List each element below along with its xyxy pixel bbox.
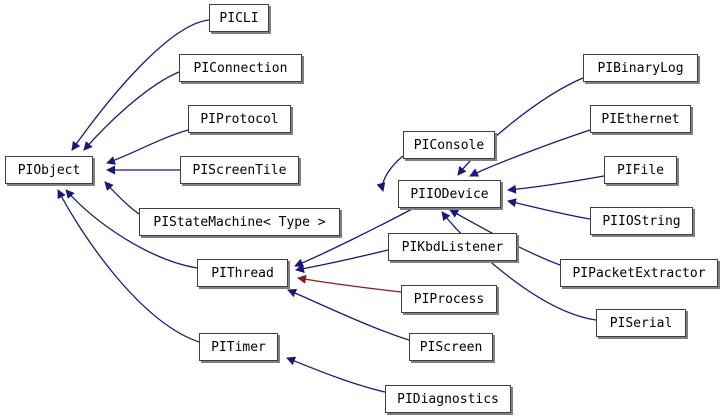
class-node-label: PIConsole [413, 137, 485, 153]
class-node-pikbdlistener[interactable]: PIKbdListener [388, 233, 517, 261]
class-node-piprocess[interactable]: PIProcess [401, 285, 497, 313]
class-node-label: PIThread [211, 265, 274, 281]
class-node-pibinarylog[interactable]: PIBinaryLog [583, 54, 698, 82]
class-node-pitimer[interactable]: PITimer [199, 333, 278, 361]
class-node-label: PIProtocol [200, 111, 279, 127]
edge-pikbdlistener-to-pithread [295, 249, 389, 273]
class-node-label: PIBinaryLog [597, 60, 684, 76]
class-node-piconsole[interactable]: PIConsole [403, 131, 495, 159]
edge-pistatemachine-to-piobject [104, 181, 140, 215]
class-node-piserial[interactable]: PISerial [596, 309, 686, 337]
class-node-label: PIEthernet [601, 111, 680, 127]
edge-pidiagnostics-to-pitimer [286, 356, 386, 393]
class-node-label: PIConnection [193, 60, 288, 76]
class-node-pipacketextractor[interactable]: PIPacketExtractor [560, 259, 718, 287]
class-node-label: PIIOString [602, 213, 681, 229]
class-node-pithread[interactable]: PIThread [197, 259, 288, 287]
class-node-piscreentile[interactable]: PIScreenTile [180, 156, 299, 184]
class-node-label: PIFile [617, 162, 664, 178]
class-node-piiostring[interactable]: PIIOString [590, 207, 693, 235]
class-node-label: PITimer [211, 339, 266, 355]
class-node-piconnection[interactable]: PIConnection [179, 54, 302, 82]
edge-piiostring-to-piiodevice [507, 198, 591, 220]
class-node-picli[interactable]: PICLI [209, 4, 269, 32]
class-node-piethernet[interactable]: PIEthernet [590, 105, 691, 133]
class-node-piobject[interactable]: PIObject [5, 156, 93, 184]
edge-pifile-to-piiodevice [507, 175, 605, 194]
class-node-pifile[interactable]: PIFile [604, 156, 677, 184]
class-node-label: PIScreen [419, 339, 483, 355]
class-node-label: PIScreenTile [192, 162, 287, 178]
class-node-label: PIStateMachine< Type > [153, 214, 326, 230]
class-node-label: PIPacketExtractor [572, 265, 706, 281]
edge-pibinarylog-to-piiodevice [457, 77, 584, 176]
class-node-pistatemachine[interactable]: PIStateMachine< Type > [139, 208, 340, 236]
class-node-piprotocol[interactable]: PIProtocol [188, 105, 291, 133]
edge-piconnection-to-piobject [83, 71, 180, 151]
class-node-label: PIDiagnostics [397, 391, 499, 407]
class-node-label: PICLI [219, 10, 259, 26]
class-node-piscreen[interactable]: PIScreen [409, 333, 493, 361]
class-node-label: PIKbdListener [401, 239, 504, 255]
edge-piprocess-to-pithread [297, 274, 402, 293]
class-node-label: PIProcess [413, 291, 485, 307]
class-node-label: PISerial [609, 315, 673, 331]
class-node-piiodevice[interactable]: PIIODevice [398, 180, 501, 208]
class-node-label: PIObject [17, 162, 81, 178]
edge-piscreen-to-pithread [287, 288, 410, 341]
class-node-label: PIIODevice [410, 186, 489, 202]
class-node-pidiagnostics[interactable]: PIDiagnostics [385, 385, 511, 413]
edge-piprotocol-to-piobject [106, 129, 189, 165]
